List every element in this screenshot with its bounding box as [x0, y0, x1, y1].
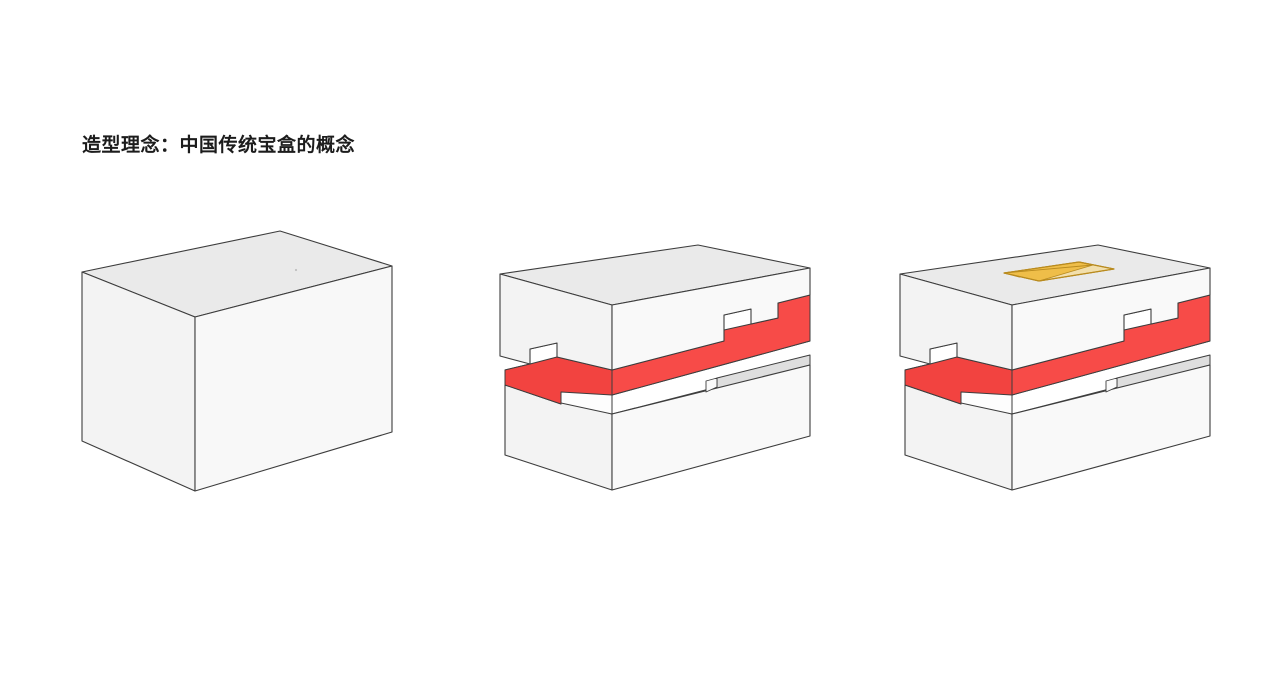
box2-lid-notch-right — [723, 308, 752, 331]
box2-base-top-left — [504, 365, 613, 415]
box3-lid-notch-right — [1123, 308, 1152, 331]
box2-lid-top-face — [499, 244, 811, 306]
box3-red-left-face — [904, 342, 1013, 405]
box2-red-top-face — [504, 302, 811, 405]
box2-base-front-face — [611, 364, 811, 491]
box3-red-layer-group — [904, 294, 1211, 405]
gold-inlay-right-wall — [1038, 261, 1115, 282]
box3-base-front-face — [1011, 364, 1211, 491]
box3-base-tenon-left — [944, 370, 962, 404]
box3-base-top-left — [904, 365, 1013, 415]
box2-base-left-face — [504, 384, 613, 491]
gold-inlay-group — [1003, 261, 1115, 282]
gold-inlay-floor — [1003, 261, 1094, 278]
box3-lid-group — [899, 244, 1211, 371]
box2-base-top-right — [611, 354, 811, 415]
box3-base-group — [904, 354, 1211, 491]
box2-red-layer-group — [504, 294, 811, 405]
box3-lid-notch-left — [929, 342, 958, 365]
box2-base-tenon-left — [544, 370, 562, 404]
box3-base-tenon-right — [1105, 377, 1118, 393]
box3-red-front-face — [1011, 294, 1211, 396]
gold-inlay-floor-main — [1003, 264, 1094, 282]
solid-box-group — [81, 230, 393, 492]
box2-base-tenon-left-face — [560, 365, 613, 415]
box1-top-speck — [294, 268, 298, 272]
gold-inlay-mouth — [1003, 261, 1115, 282]
box3-lid-front-face — [1011, 267, 1211, 371]
box2-lid-front-face — [611, 267, 811, 371]
box2-base-group — [504, 354, 811, 491]
box2-base-tenon-right — [705, 377, 718, 393]
box2-red-left-face — [504, 342, 613, 405]
box1-left-face — [81, 271, 196, 492]
box2-red-front-face — [611, 294, 811, 396]
gold-inlay-outline — [1003, 261, 1115, 282]
box2-lid-left-face — [499, 273, 613, 371]
box3-lid-top-face — [899, 244, 1211, 306]
box3-base-tenon-left-face — [960, 365, 1013, 415]
page-title: 造型理念：中国传统宝盒的概念 — [82, 135, 356, 156]
box3-base-top-right — [1011, 354, 1211, 415]
box1-top-face — [81, 230, 393, 318]
box3-base-left-face — [904, 384, 1013, 491]
box1-front-face — [194, 265, 393, 492]
box2-lid-notch-left — [529, 342, 558, 365]
box2-lid-group — [499, 244, 811, 371]
box3-red-top-face — [904, 302, 1211, 405]
box3-lid-left-face — [899, 273, 1013, 371]
